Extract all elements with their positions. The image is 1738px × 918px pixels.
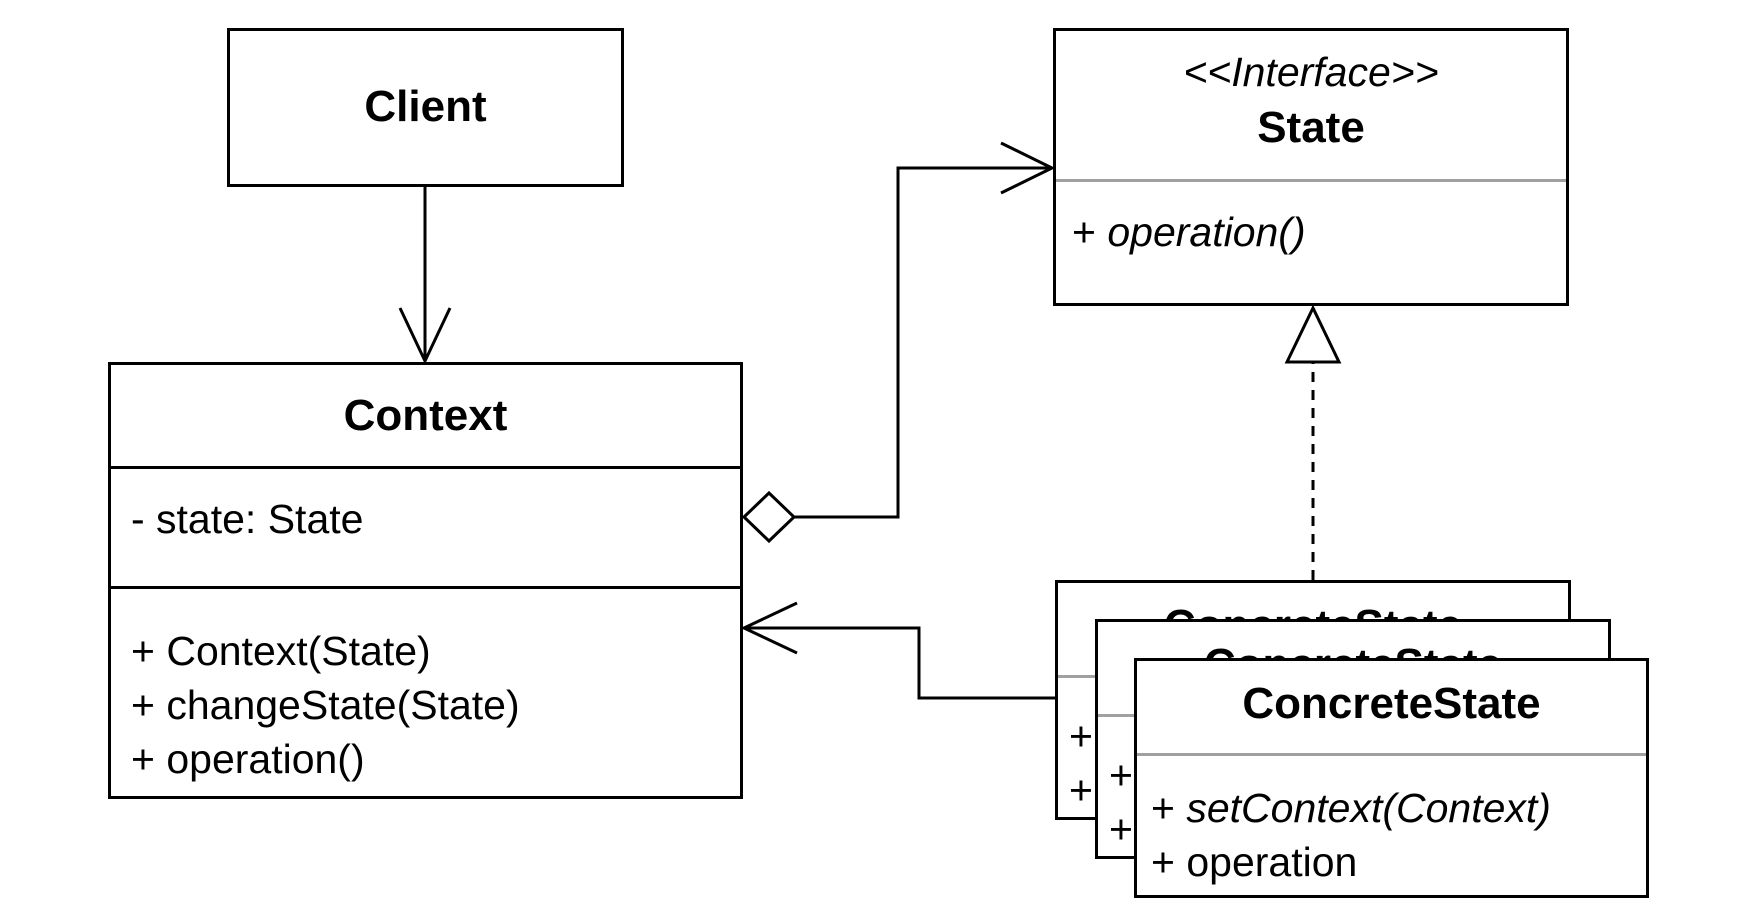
concrete-state-divider (1137, 753, 1646, 756)
state-method: + operation() (1072, 209, 1306, 256)
context-method: + operation() (131, 736, 365, 782)
context-class: Context - state: State + Context(State) … (108, 362, 743, 799)
concrete-state-method-prefix: + (1151, 839, 1187, 885)
state-stereotype: <<Interface>> (1183, 49, 1439, 95)
context-divider-1 (111, 466, 740, 469)
context-to-state-aggregation (741, 141, 1056, 544)
state-interface: <<Interface>> State + operation() (1053, 28, 1569, 306)
concrete-state-method-name: operation (1186, 839, 1358, 885)
context-method: + changeState(State) (131, 682, 520, 728)
concrete-state-method-prefix: + (1151, 785, 1187, 831)
context-method: + Context(State) (131, 628, 431, 674)
concrete-state-class: ConcreteState + setContext(Context) + op… (1134, 658, 1649, 898)
client-class-name: Client (364, 82, 487, 131)
context-attribute: - state: State (131, 496, 364, 542)
concrete-state-to-state-realization (1284, 304, 1342, 580)
client-class: Client (227, 28, 624, 187)
concrete-state-name: ConcreteState (1242, 679, 1541, 728)
concrete-state-method-prefix: + (1109, 806, 1145, 852)
context-divider-2 (111, 586, 740, 589)
concrete-state-method: + setContext(Context) (1151, 785, 1551, 832)
concrete-state-method-name: setContext(Context) (1186, 785, 1551, 831)
state-method-prefix: + (1072, 209, 1108, 255)
state-divider (1056, 179, 1566, 182)
concrete-state-to-context-association (740, 601, 1055, 700)
concrete-state-method-prefix: + (1069, 713, 1105, 759)
concrete-state-method: + operation (1151, 839, 1357, 886)
client-to-context-association (398, 186, 452, 365)
concrete-state-method-prefix: + (1069, 767, 1105, 813)
state-method-name: operation() (1107, 209, 1306, 255)
concrete-state-method-prefix: + (1109, 752, 1145, 798)
context-class-name: Context (343, 391, 508, 440)
state-interface-name: State (1257, 103, 1365, 152)
